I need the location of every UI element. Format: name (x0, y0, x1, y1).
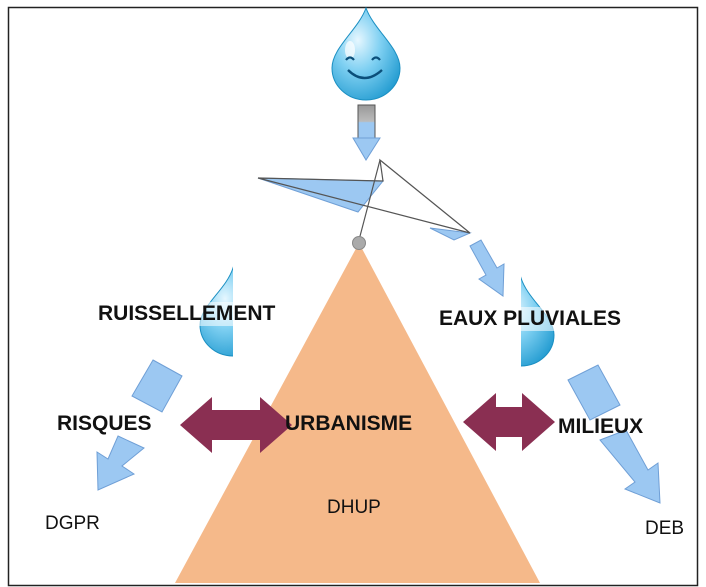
double-arrow-right-icon (463, 393, 555, 451)
arrow-to-dgpr-icon (96, 359, 183, 491)
urbanism-pyramid (175, 243, 540, 583)
ruissellement-label: RUISSELLEMENT (98, 302, 276, 326)
down-arrow-icon (352, 104, 381, 161)
double-arrow-left-icon (180, 397, 292, 453)
pivot-icon (352, 236, 366, 250)
frame-border (7, 6, 699, 587)
milieux-label: MILIEUX (558, 415, 644, 438)
eaux-pluviales-label: EAUX PLUVIALES (439, 307, 622, 331)
dgpr-label: DGPR (45, 513, 100, 534)
risques-label: RISQUES (57, 412, 152, 435)
arrow-to-deb-icon (567, 364, 661, 504)
balance-scale-icon (257, 158, 472, 241)
deb-label: DEB (645, 518, 685, 539)
urbanisme-label: URBANISME (285, 412, 413, 435)
smiling-water-drop-icon (331, 6, 401, 101)
arrow-to-eaux-pluviales-icon (469, 239, 505, 297)
dhup-label: DHUP (327, 497, 381, 518)
